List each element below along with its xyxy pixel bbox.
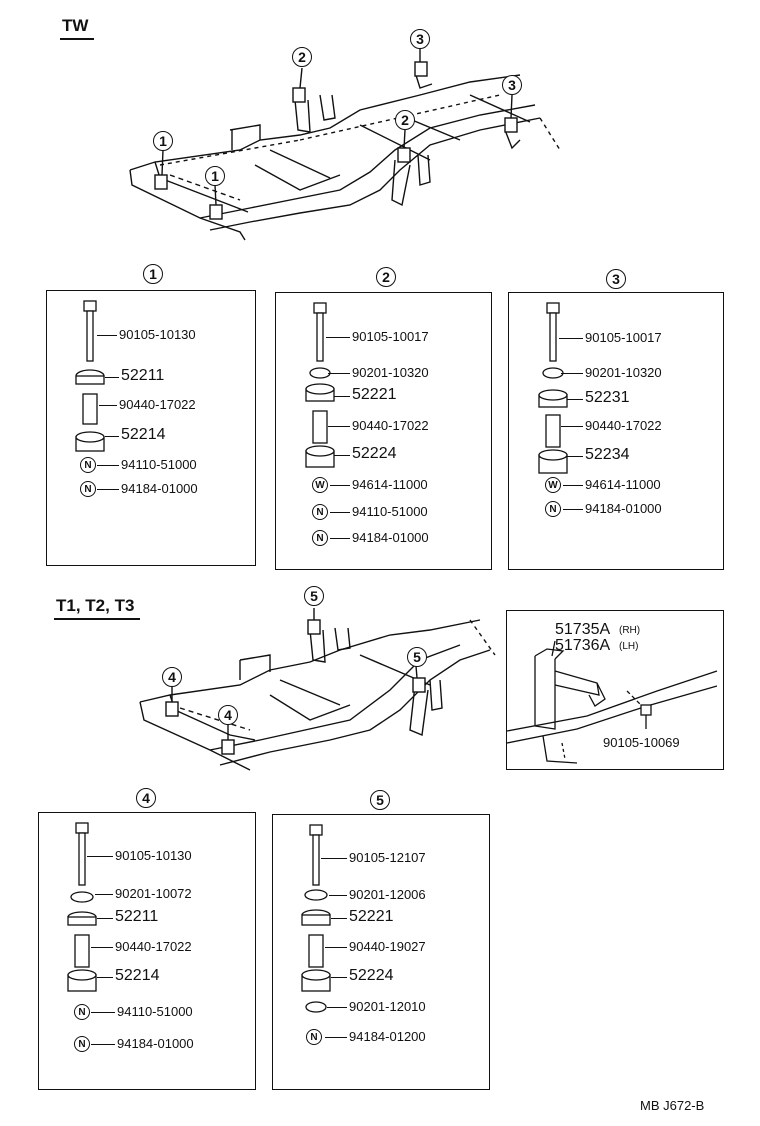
frame-illustration-tw bbox=[129, 48, 561, 241]
callout-3: 3 bbox=[410, 29, 430, 49]
part-number: 94110-51000 bbox=[117, 1004, 193, 1019]
part-number: 90440-17022 bbox=[352, 418, 429, 433]
detail-3-box: W N 90105-10017 90201-10320 52231 90440-… bbox=[508, 292, 724, 570]
callout-4: 4 bbox=[162, 667, 182, 687]
part-number: 90440-17022 bbox=[115, 939, 192, 954]
nut-n-icon: N bbox=[306, 1029, 322, 1045]
callout-3: 3 bbox=[502, 75, 522, 95]
part-number: 94184-01200 bbox=[349, 1029, 426, 1044]
part-number: 90201-10320 bbox=[585, 365, 662, 380]
bracket-inset-box: 51735A (RH) 51736A (LH) 90105-10069 bbox=[506, 610, 724, 770]
callout-2: 2 bbox=[292, 47, 312, 67]
callout-1: 1 bbox=[205, 166, 225, 186]
nut-n-icon: N bbox=[80, 457, 96, 473]
part-number: 94184-01000 bbox=[352, 530, 429, 545]
callout-1: 1 bbox=[153, 131, 173, 151]
nut-n-icon: N bbox=[80, 481, 96, 497]
part-number: 52211 bbox=[121, 367, 165, 384]
detail-4-title: 4 bbox=[136, 788, 156, 808]
nut-n-icon: N bbox=[312, 530, 328, 546]
callout-4: 4 bbox=[218, 705, 238, 725]
detail-4-box: N N 90105-10130 90201-10072 52211 90440-… bbox=[38, 812, 256, 1090]
part-number: 52224 bbox=[349, 967, 394, 984]
part-number: 94184-01000 bbox=[117, 1036, 194, 1051]
part-number: 94184-01000 bbox=[121, 481, 198, 496]
part-number: 52221 bbox=[349, 908, 394, 925]
part-number: 90201-10072 bbox=[115, 886, 192, 901]
section-label-tw: TW bbox=[60, 16, 95, 40]
callout-5: 5 bbox=[407, 647, 427, 667]
part-number: 90105-12107 bbox=[349, 850, 426, 865]
part-number: 52214 bbox=[115, 967, 160, 984]
side-label-rh: (RH) bbox=[619, 625, 641, 636]
washer-w-icon: W bbox=[545, 477, 561, 493]
detail-1-title: 1 bbox=[143, 264, 163, 284]
frame-illustration-t bbox=[139, 608, 496, 771]
part-number: 90105-10130 bbox=[115, 848, 192, 863]
detail-3-title: 3 bbox=[606, 269, 626, 289]
part-number: 52234 bbox=[585, 446, 630, 463]
nut-n-icon: N bbox=[545, 501, 561, 517]
washer-w-icon: W bbox=[312, 477, 328, 493]
part-number: 94614-11000 bbox=[585, 477, 661, 492]
part-number-bolt: 90105-10069 bbox=[603, 735, 680, 750]
part-number: 90105-10017 bbox=[585, 330, 662, 345]
part-number-lh: 51736A bbox=[555, 637, 611, 654]
part-number: 90440-17022 bbox=[585, 418, 662, 433]
detail-2-title: 2 bbox=[376, 267, 396, 287]
detail-5-box: N 90105-12107 90201-12006 52221 90440-19… bbox=[272, 814, 490, 1090]
nut-n-icon: N bbox=[312, 504, 328, 520]
part-number: 52221 bbox=[352, 386, 397, 403]
detail-5-title: 5 bbox=[370, 790, 390, 810]
part-number: 90105-10130 bbox=[119, 327, 196, 342]
part-number: 52214 bbox=[121, 426, 166, 443]
part-number: 90201-12006 bbox=[349, 887, 426, 902]
part-number: 90440-19027 bbox=[349, 939, 426, 954]
part-number: 94184-01000 bbox=[585, 501, 662, 516]
detail-1-box: N N 90105-10130 52211 90440-17022 52214 … bbox=[46, 290, 256, 566]
part-number: 94110-51000 bbox=[121, 457, 197, 472]
part-number: 90201-12010 bbox=[349, 999, 426, 1014]
part-number: 52224 bbox=[352, 445, 397, 462]
part-number: 90105-10017 bbox=[352, 329, 429, 344]
part-number-rh: 51735A bbox=[555, 621, 611, 638]
part-number: 52231 bbox=[585, 389, 630, 406]
nut-n-icon: N bbox=[74, 1004, 90, 1020]
part-number: 94110-51000 bbox=[352, 504, 428, 519]
part-number: 52211 bbox=[115, 908, 159, 925]
nut-n-icon: N bbox=[74, 1036, 90, 1052]
part-number: 90201-10320 bbox=[352, 365, 429, 380]
detail-2-box: W N N 90105-10017 90201-10320 52221 9044… bbox=[275, 292, 492, 570]
side-label-lh: (LH) bbox=[619, 641, 639, 652]
section-label-t: T1, T2, T3 bbox=[54, 596, 141, 620]
part-number: 90440-17022 bbox=[119, 397, 196, 412]
drawing-code: MB J672-B bbox=[640, 1098, 705, 1113]
callout-2: 2 bbox=[395, 110, 415, 130]
part-number: 94614-11000 bbox=[352, 477, 428, 492]
callout-5: 5 bbox=[304, 586, 324, 606]
